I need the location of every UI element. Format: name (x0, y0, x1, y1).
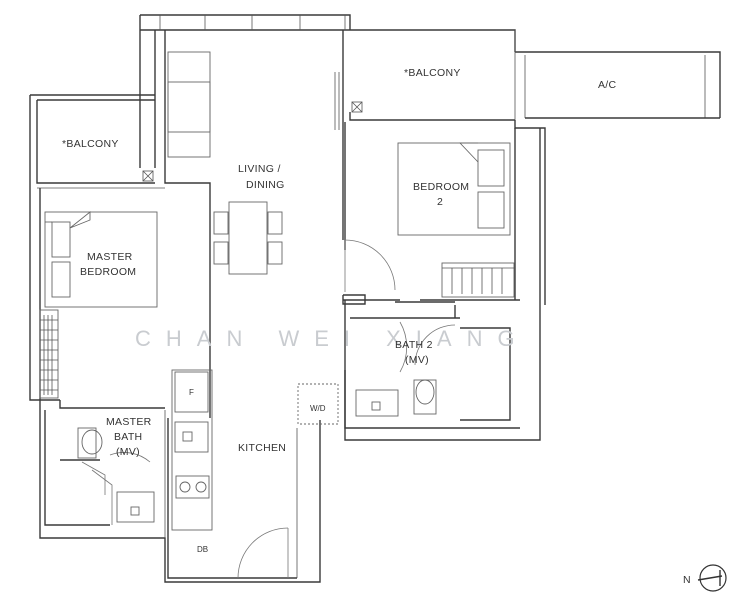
compass-needle (697, 575, 723, 581)
furniture (39, 51, 515, 531)
fixture-labels: F W/D DB (189, 388, 326, 554)
outer-walls (29, 14, 721, 583)
balcony-top-label: *BALCONY (404, 67, 461, 79)
bath2-label-2: (MV) (405, 354, 429, 366)
room-labels: *BALCONY *BALCONY A/C LIVING / DINING BE… (62, 67, 617, 458)
distribution-board-label: DB (197, 545, 208, 554)
washer-dryer-label: W/D (310, 404, 326, 413)
fridge-label: F (189, 388, 194, 397)
compass-circle (699, 564, 727, 592)
balcony-left-label: *BALCONY (62, 138, 119, 150)
bedroom2-label-1: BEDROOM (413, 181, 469, 193)
master-bedroom-label-2: BEDROOM (80, 266, 136, 278)
living-dining-label-1: LIVING / (238, 163, 281, 175)
kitchen-label: KITCHEN (238, 442, 286, 454)
master-bedroom-label-1: MASTER (87, 251, 133, 263)
ac-label: A/C (598, 79, 617, 91)
master-bath-label-3: (MV) (116, 446, 140, 458)
master-bath-label-1: MASTER (106, 416, 152, 428)
bedroom2-label-2: 2 (437, 196, 443, 208)
bath2-label-1: BATH 2 (395, 339, 433, 351)
north-label: N (683, 574, 691, 586)
master-bath-label-2: BATH (114, 431, 142, 443)
doors (81, 239, 456, 579)
watermark: CHAN WEI XIANG (135, 326, 530, 351)
north-arrow: N (683, 564, 727, 592)
living-dining-label-2: DINING (246, 179, 285, 191)
